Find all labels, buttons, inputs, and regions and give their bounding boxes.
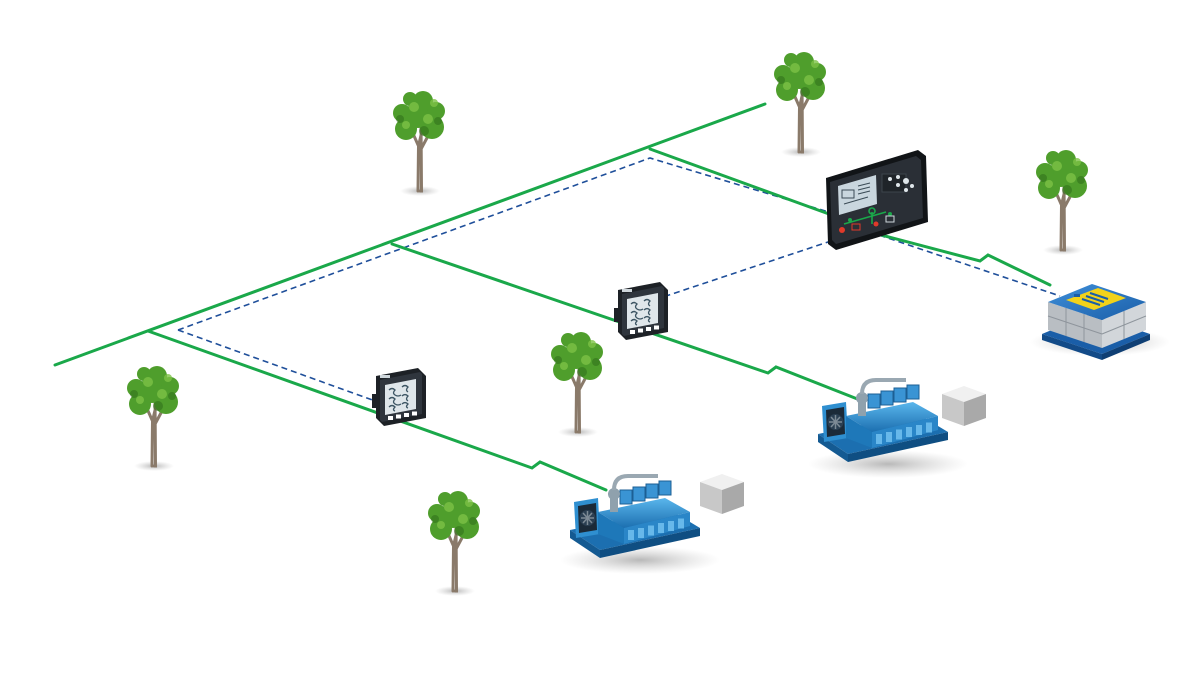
power-meter-lower (371, 367, 427, 427)
load-cube-lower (700, 474, 744, 514)
comm-line-main (177, 157, 833, 331)
feeder-lower (146, 329, 608, 492)
genset-controller (826, 150, 928, 250)
tree (426, 489, 482, 598)
main-bus-line (53, 102, 767, 367)
diesel-generator-lower (558, 474, 722, 576)
tree (391, 89, 447, 198)
comm-line-lower-meter (177, 329, 379, 403)
feeder-battery (868, 230, 1052, 287)
comm-line-battery (869, 231, 1061, 297)
communication-lines (177, 157, 1061, 403)
tree (125, 364, 181, 473)
tree (772, 50, 828, 159)
power-bus (53, 102, 1052, 492)
load-cube-upper (942, 386, 986, 426)
feeder-upper (390, 242, 862, 402)
tree (1034, 148, 1090, 257)
comm-line-upper-meter (635, 237, 841, 307)
tree (549, 330, 605, 439)
battery-storage (1030, 284, 1170, 360)
feeder-controller (648, 147, 842, 220)
power-meter-upper (613, 281, 669, 341)
